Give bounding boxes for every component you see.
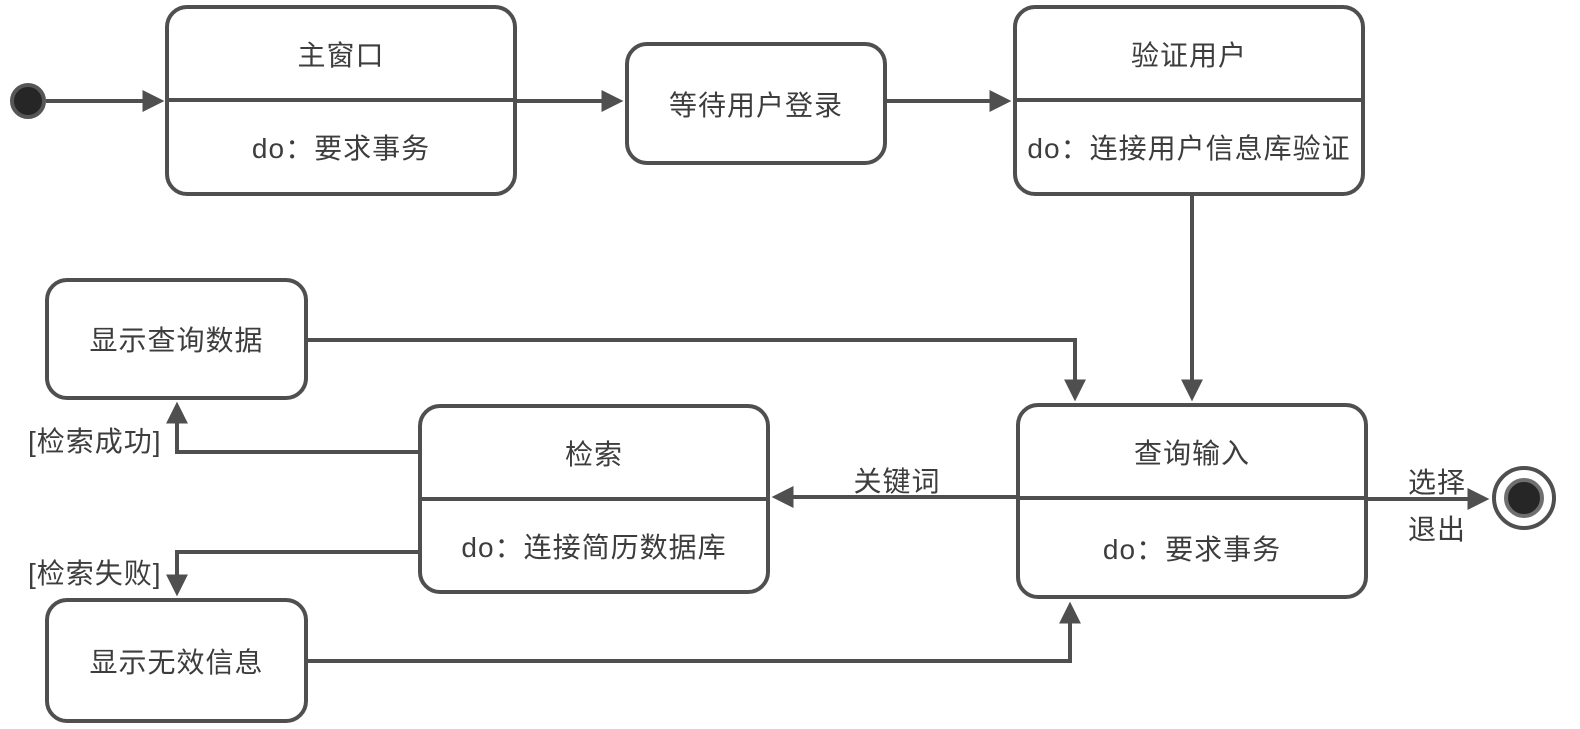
state-search: 检索 do：连接简历数据库 [418,404,770,594]
state-verify-user: 验证用户 do：连接用户信息库验证 [1013,5,1365,196]
state-activity: do：要求事务 [251,133,431,164]
transition-search-to-display-invalid-fail [166,550,418,597]
transition-search-to-display-query-data-success [166,401,418,454]
transition-label-select: 选择 [1408,467,1467,498]
state-compartment-divider [165,98,517,102]
final-state-icon [1492,466,1556,530]
final-state-inner-dot [1504,478,1544,518]
state-activity: do：连接简历数据库 [461,531,727,563]
state-title: 检索 [564,438,623,470]
state-compartment-divider [1016,496,1368,500]
state-activity: do：要求事务 [1102,533,1282,565]
state-main-window: 主窗口 do：要求事务 [165,5,517,196]
state-display-query-data: 显示查询数据 [45,278,308,400]
state-compartment-divider [418,497,770,501]
state-title: 等待用户登录 [668,89,843,121]
transition-label-keyword: 关键词 [853,466,941,497]
transition-display-query-data-to-query-input [308,338,1086,402]
state-display-invalid: 显示无效信息 [45,598,308,723]
state-title: 显示查询数据 [89,325,264,356]
transition-display-invalid-to-query-input [308,601,1081,663]
state-title: 主窗口 [297,39,385,71]
state-title: 查询输入 [1133,437,1250,469]
state-activity: do：连接用户信息库验证 [1027,133,1351,164]
initial-state-icon [10,83,46,119]
state-compartment-divider [1013,98,1365,102]
state-wait-login: 等待用户登录 [625,42,887,165]
state-title: 验证用户 [1130,39,1247,71]
state-title: 显示无效信息 [89,646,264,678]
transition-label-search-success: [检索成功] [28,426,162,457]
transition-label-exit: 退出 [1408,514,1467,545]
transition-label-search-fail: [检索失败] [28,558,162,589]
state-query-input: 查询输入 do：要求事务 [1016,403,1368,599]
